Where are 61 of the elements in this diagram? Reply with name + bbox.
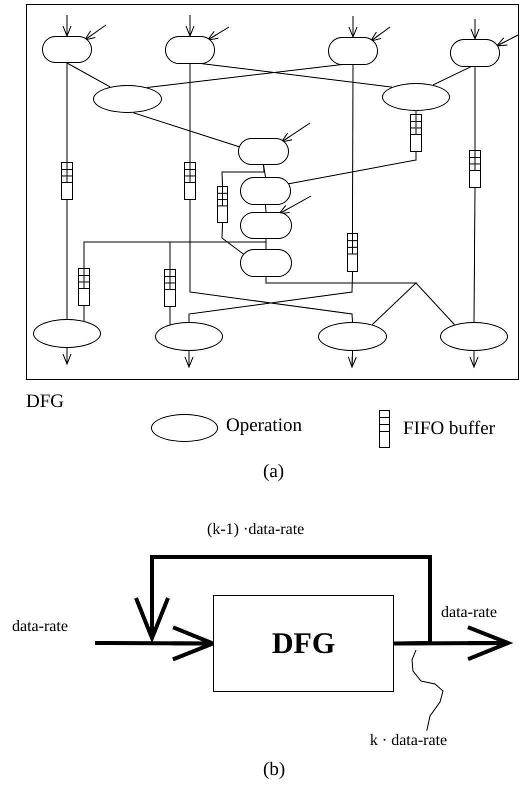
connector-line (66, 62, 111, 88)
rounded-node (240, 249, 292, 277)
rate-label: k · data-rate (355, 730, 462, 752)
arrow (348, 16, 358, 38)
rounded-node (450, 39, 500, 67)
arrow (62, 348, 72, 364)
edge-label: (k-1) ·data-rate (207, 521, 304, 539)
arrow (207, 26, 230, 41)
arrow (84, 24, 106, 40)
connector-line (133, 112, 240, 148)
fifo-buffer (164, 269, 176, 307)
connector-line (66, 62, 68, 162)
legend-label: Operation (226, 416, 302, 437)
rounded-node (238, 138, 289, 165)
ellipse-node (93, 85, 162, 113)
fifo-buffer (78, 268, 90, 306)
connector-line (265, 204, 266, 212)
arrow (186, 14, 194, 36)
arrow (95, 625, 215, 662)
arrow (496, 34, 518, 46)
panel-label: (a) (263, 462, 284, 483)
arrow (134, 555, 432, 646)
connector-line (170, 238, 266, 270)
connector-line (263, 164, 266, 178)
process-box (213, 595, 394, 692)
fifo-buffer (347, 233, 358, 272)
rounded-node (328, 37, 378, 65)
connector-line (221, 164, 265, 186)
rounded-node (240, 177, 291, 205)
fifo-buffer (217, 186, 228, 223)
arrow (281, 122, 310, 142)
connector-line (352, 64, 354, 234)
arrow (278, 196, 312, 214)
ellipse-node (382, 83, 450, 111)
fifo-buffer (184, 162, 196, 200)
connector-line (188, 272, 353, 322)
box-label: DFG (272, 627, 336, 660)
fifo-buffer (410, 114, 422, 152)
arrow (348, 350, 357, 368)
leader-line (412, 650, 444, 732)
frame-label: DFG (26, 392, 64, 413)
connector-line (266, 276, 455, 326)
connector-line (474, 66, 476, 150)
arrow (62, 14, 72, 36)
connector-line (190, 200, 353, 322)
rounded-node (240, 212, 292, 239)
arrow (184, 350, 194, 368)
connector-line (432, 66, 472, 86)
legend-label: FIFO buffer (403, 419, 496, 440)
arrow (370, 26, 390, 42)
connector-line (66, 200, 68, 320)
fifo-buffer (469, 150, 481, 188)
fifo-buffer (61, 162, 73, 200)
arrow (470, 18, 480, 40)
connector-line (474, 188, 476, 322)
connector-line (287, 152, 416, 184)
arrow (470, 350, 478, 368)
connector-line (222, 222, 246, 256)
rounded-node (165, 36, 215, 64)
rounded-node (42, 36, 92, 63)
panel-label: (b) (263, 760, 286, 781)
